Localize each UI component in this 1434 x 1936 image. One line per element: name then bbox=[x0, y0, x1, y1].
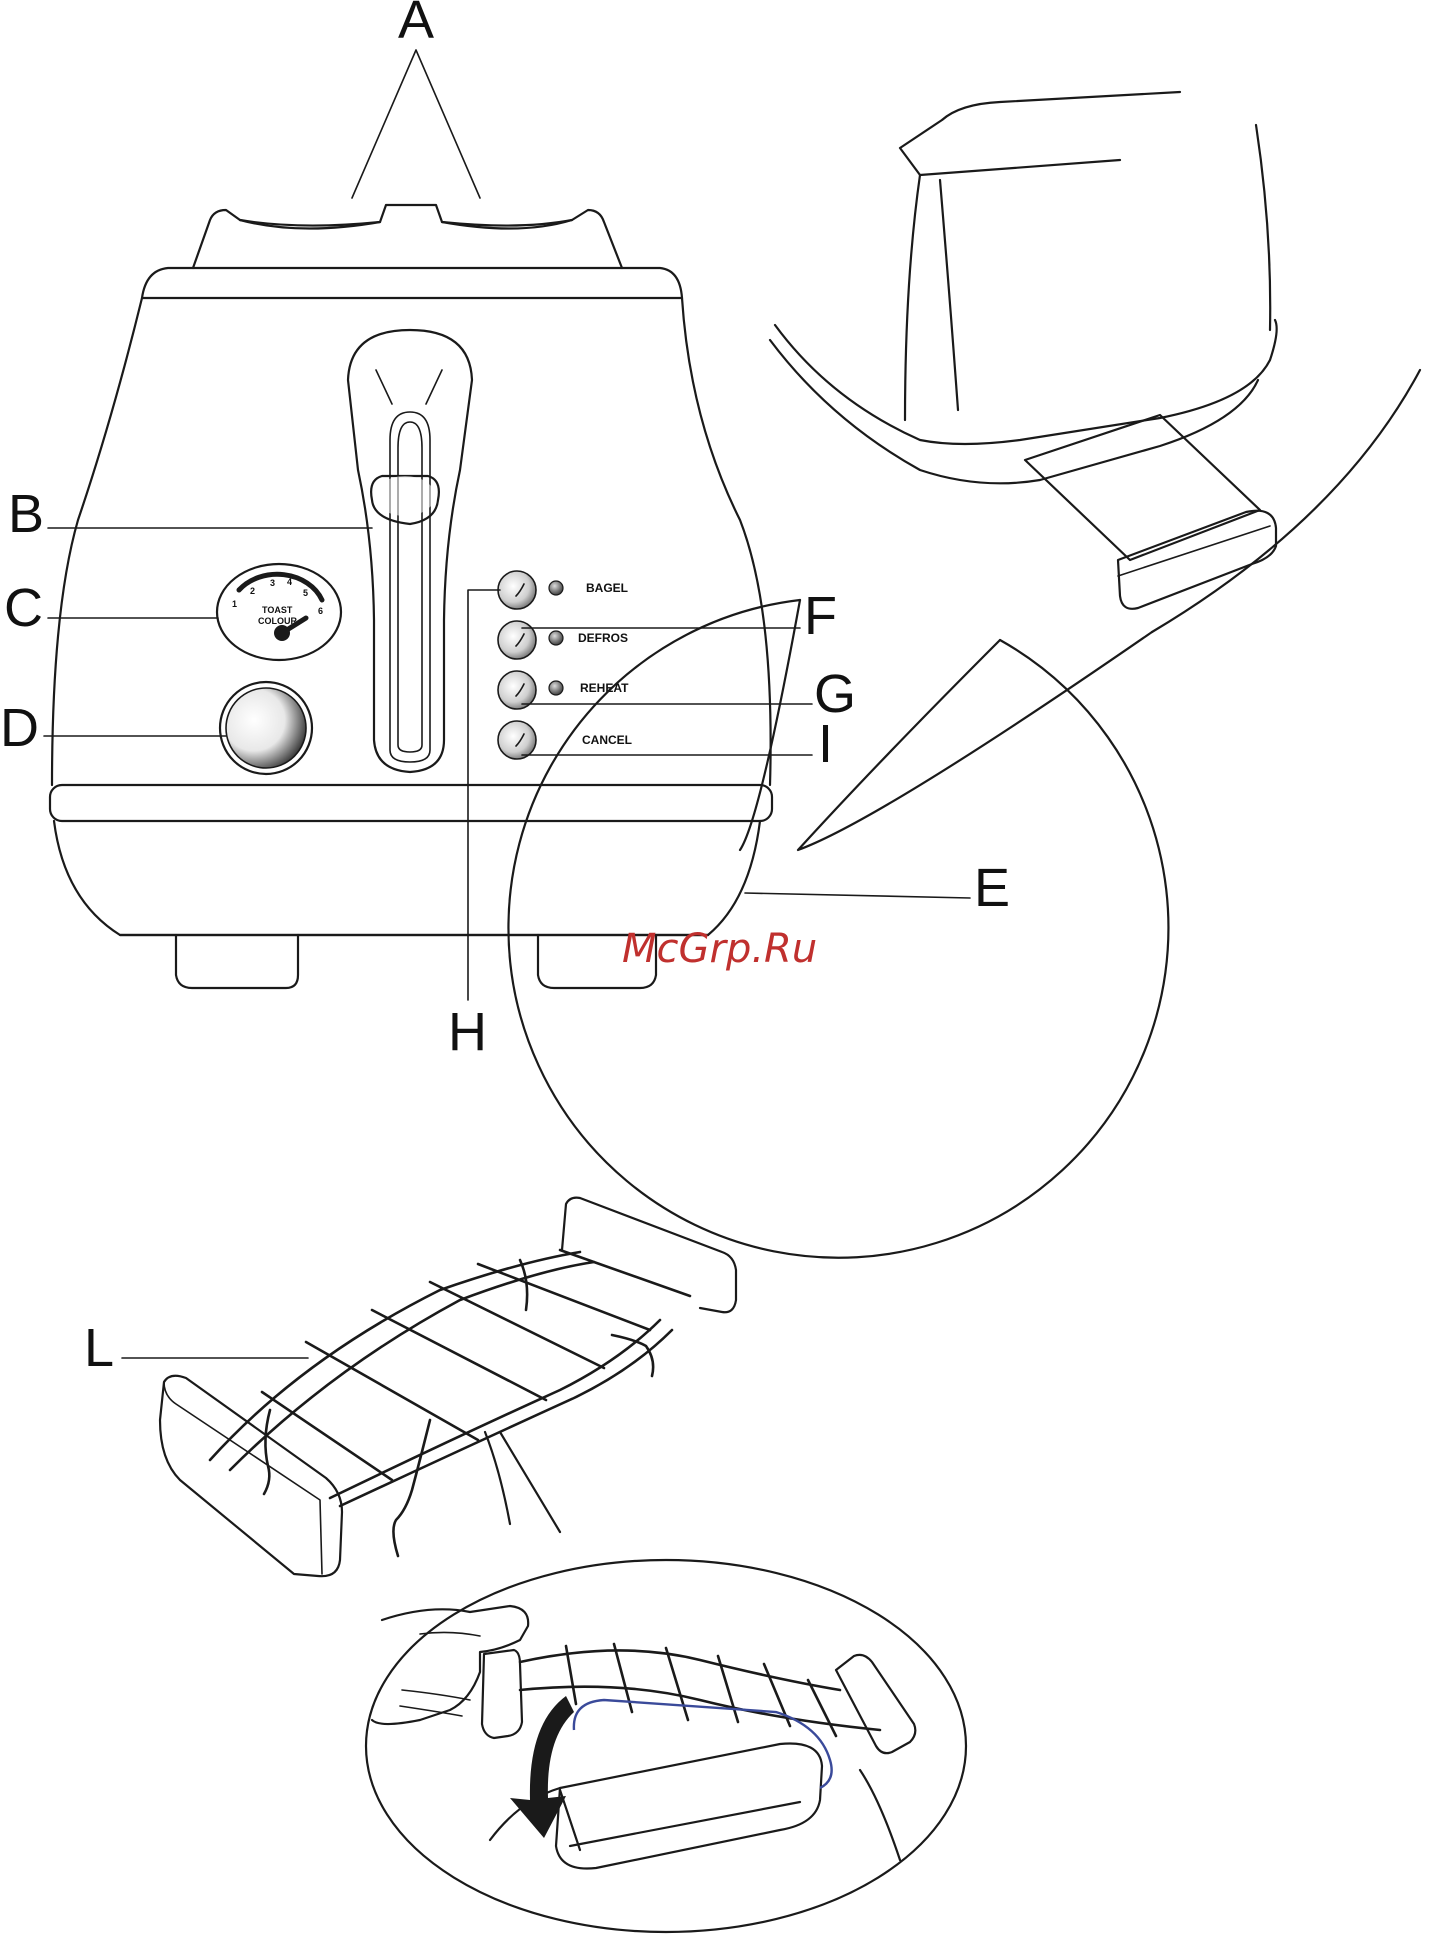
warming-rack[interactable] bbox=[160, 1198, 736, 1577]
dial-label-toast: TOAST bbox=[262, 605, 293, 615]
rack-bar bbox=[372, 1310, 546, 1400]
dial-tick-3: 3 bbox=[270, 578, 275, 588]
toast-lever[interactable] bbox=[371, 476, 439, 524]
dial-tick-6: 6 bbox=[318, 606, 323, 616]
body-shell bbox=[52, 298, 771, 785]
cancel-label: CANCEL bbox=[582, 733, 632, 747]
callout-d: D bbox=[0, 698, 39, 758]
rack-far-handle bbox=[562, 1198, 736, 1313]
inset-rack-bars bbox=[566, 1644, 836, 1736]
lift-knob[interactable] bbox=[220, 682, 312, 774]
bagel-button[interactable] bbox=[498, 571, 536, 609]
rack-rail-left-2 bbox=[230, 1262, 594, 1470]
bagel-led bbox=[549, 581, 563, 595]
callout-c: C bbox=[4, 578, 43, 638]
left-foot bbox=[176, 935, 298, 988]
crumb-tray-inset bbox=[508, 92, 1420, 1258]
callout-b: B bbox=[8, 484, 44, 544]
top-rim bbox=[142, 268, 682, 298]
rack-bar bbox=[306, 1342, 478, 1440]
rack-bar bbox=[560, 1250, 690, 1296]
rack-leg bbox=[520, 1260, 527, 1310]
crumb-tray-handle[interactable] bbox=[1118, 511, 1276, 609]
browning-control[interactable]: 1 2 3 4 5 6 TOAST COLOUR bbox=[217, 564, 341, 660]
inset-toaster-top bbox=[900, 92, 1180, 175]
cancel-button[interactable] bbox=[498, 721, 536, 759]
toaster-top bbox=[193, 205, 622, 268]
lever-slot-inner bbox=[398, 422, 422, 752]
inset-toaster-base bbox=[775, 320, 1277, 444]
dial-tick-5: 5 bbox=[303, 588, 308, 598]
dial-tick-2: 2 bbox=[250, 586, 255, 596]
bagel-label: BAGEL bbox=[586, 581, 628, 595]
hand-fingers bbox=[400, 1632, 480, 1716]
mid-band bbox=[50, 785, 772, 821]
defrost-label: DEFROS bbox=[578, 631, 628, 645]
inset-toaster-side bbox=[905, 125, 1270, 420]
callout-f: F bbox=[804, 586, 837, 646]
dial-tick-1: 1 bbox=[232, 599, 237, 609]
inset-rack-handle-right bbox=[836, 1655, 915, 1753]
reheat-label: REHEAT bbox=[580, 681, 629, 695]
rotate-arrow-icon bbox=[510, 1696, 574, 1838]
toaster: 1 2 3 4 5 6 TOAST COLOUR BAGEL DEFRO bbox=[50, 205, 772, 988]
callout-i: I bbox=[818, 714, 833, 774]
lever-housing-marks bbox=[376, 370, 442, 404]
lever-housing bbox=[348, 330, 472, 772]
rack-bar bbox=[430, 1282, 604, 1368]
inset-rack-handle-left bbox=[482, 1650, 522, 1738]
callout-h: H bbox=[448, 1002, 487, 1062]
rack-leg bbox=[393, 1420, 430, 1556]
lever-slot-outer bbox=[390, 412, 430, 762]
callout-l: L bbox=[84, 1318, 114, 1378]
defrost-button[interactable] bbox=[498, 621, 536, 659]
reheat-led bbox=[549, 681, 563, 695]
inset-toaster-slot-inner bbox=[560, 1790, 800, 1850]
inset-pointer-bottom bbox=[485, 1432, 560, 1532]
watermark: McGrp.Ru bbox=[622, 926, 817, 972]
rack-near-handle bbox=[160, 1376, 342, 1576]
dial-needle bbox=[274, 625, 290, 641]
rack-leg bbox=[264, 1410, 270, 1494]
rack-fitting-inset bbox=[366, 1432, 966, 1932]
defrost-led bbox=[549, 631, 563, 645]
callout-e: E bbox=[974, 858, 1010, 918]
rack-near-handle-edge bbox=[164, 1382, 322, 1574]
callout-a: A bbox=[398, 0, 434, 50]
crumb-tray[interactable] bbox=[1025, 415, 1260, 560]
base-shell bbox=[54, 821, 760, 935]
dial-tick-4: 4 bbox=[287, 577, 292, 587]
rack-bar bbox=[262, 1392, 392, 1480]
